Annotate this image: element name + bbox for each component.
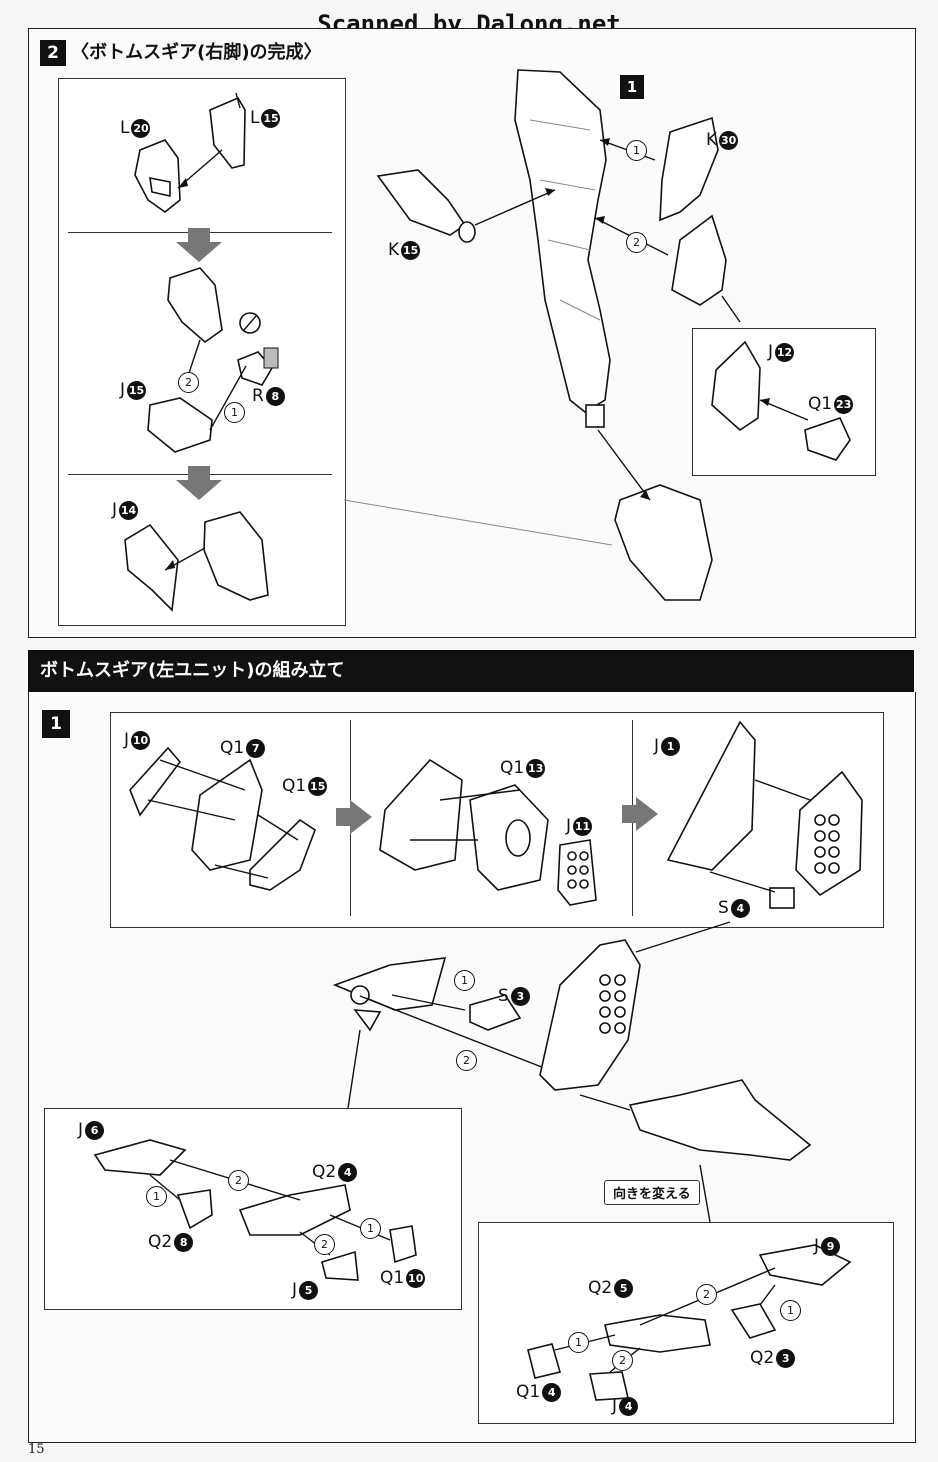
order-mark-2: 2: [456, 1050, 477, 1071]
order-mark-1: 1: [360, 1218, 381, 1239]
missile-holes: [599, 974, 626, 1034]
section2-title-bar: ボトムスギア(左ユニット)の組み立て: [28, 650, 914, 692]
order-mark-1: 1: [146, 1186, 167, 1207]
order-mark-2: 2: [178, 372, 199, 393]
section1-header: 2 〈ボトムスギア(右脚)の完成〉: [40, 38, 322, 66]
part-S4-drawing: [769, 887, 795, 909]
part-Q23-drawing: [730, 1303, 777, 1339]
order-mark-1: 1: [626, 140, 647, 161]
part-L20-drawing: [134, 139, 181, 214]
next-step-arrow: [622, 797, 658, 831]
part-Q115-drawing: [249, 818, 316, 891]
part-J12-drawing: [711, 340, 761, 432]
part-foot-drawing: [614, 484, 713, 601]
next-step-arrow: [336, 800, 372, 834]
part-J11-drawing: [557, 839, 597, 906]
part-subassembly-drawing: [203, 511, 269, 601]
part-Q110-drawing: [389, 1225, 417, 1264]
bolt-pattern: [567, 851, 589, 889]
order-mark-2: 2: [612, 1350, 633, 1371]
part-J5-drawing: [321, 1250, 359, 1281]
missile-holes: [814, 814, 840, 874]
part-assembly-drawing: [167, 267, 223, 344]
part-subassembly-drawing: [379, 758, 463, 871]
page-number: 15: [28, 1442, 45, 1457]
subassembly-panel-left: [58, 78, 346, 626]
part-Q123-drawing: [804, 417, 851, 461]
order-mark-1: 1: [224, 402, 245, 423]
part-frame-drawing: [238, 1184, 351, 1236]
part-K30-drawing: [659, 116, 719, 222]
order-mark-2: 2: [626, 232, 647, 253]
order-mark-1: 1: [568, 1332, 589, 1353]
part-J1-drawing: [666, 720, 756, 871]
order-mark-2: 2: [314, 1234, 335, 1255]
step-number: 2: [40, 40, 66, 66]
substep-number: 1: [620, 75, 644, 99]
part-Q14-drawing: [527, 1343, 561, 1379]
direction-change-note: 向きを変える: [604, 1180, 700, 1205]
part-frame-drawing: [604, 1314, 711, 1353]
part-J10-drawing: [129, 746, 182, 817]
order-mark-1: 1: [780, 1300, 801, 1321]
part-rear-unit-drawing: [628, 1079, 812, 1161]
part-shin-cover-drawing: [671, 214, 727, 306]
order-mark-2: 2: [228, 1170, 249, 1191]
part-J14-drawing: [124, 523, 179, 612]
order-mark-2: 2: [696, 1284, 717, 1305]
part-L15-drawing: [209, 92, 246, 169]
part-J15-drawing: [147, 397, 213, 453]
substep-number: 1: [42, 710, 70, 738]
part-S3-drawing: [469, 994, 522, 1031]
down-arrow: [176, 466, 222, 500]
part-launcher-assembly-drawing: [539, 939, 641, 1091]
part-J6-drawing: [93, 1139, 187, 1176]
part-Q17-drawing: [191, 758, 263, 871]
down-arrow: [176, 228, 222, 262]
part-Q28-drawing: [176, 1189, 213, 1230]
right-leg-main-drawing: [514, 69, 611, 428]
order-mark-1: 1: [454, 970, 475, 991]
section1-title: 〈ボトムスギア(右脚)の完成〉: [71, 42, 322, 63]
